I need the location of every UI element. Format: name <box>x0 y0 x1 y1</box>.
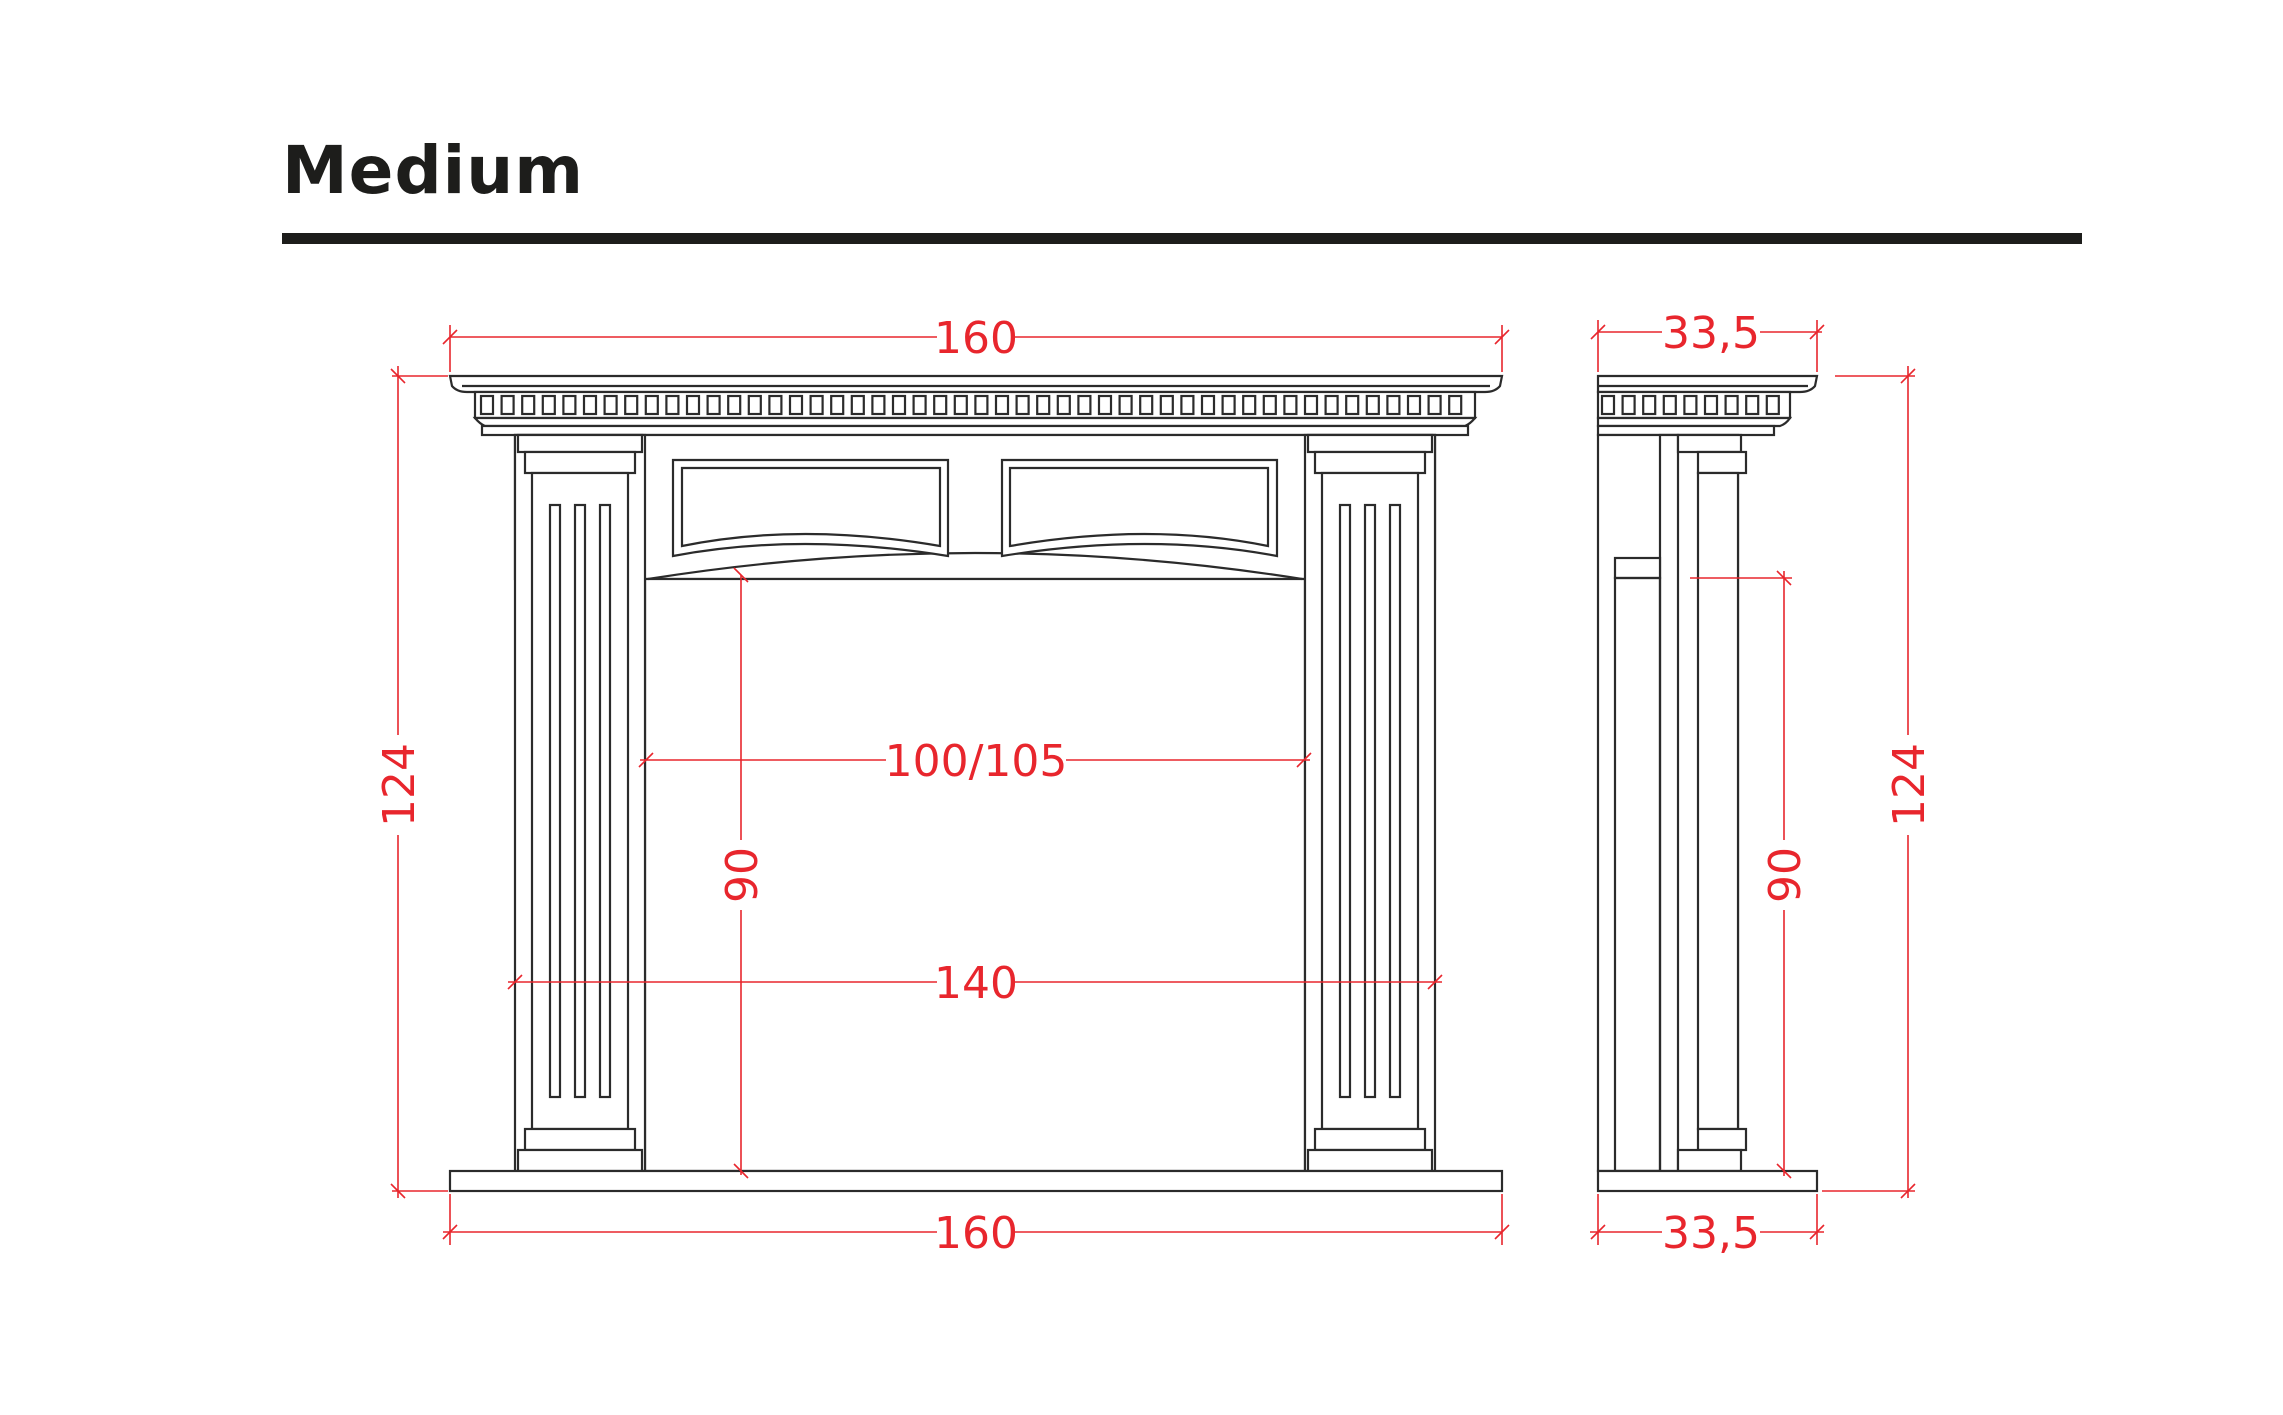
dentil-block <box>1745 394 1760 416</box>
dim-label-front-top: 160 <box>934 313 1018 364</box>
dentil-block <box>1324 394 1339 416</box>
front-right-pilaster <box>1303 433 1437 1173</box>
dentil-block <box>994 394 1010 416</box>
dim-label-side-bottom: 33,5 <box>1662 1208 1760 1259</box>
dentil-block <box>1036 394 1051 416</box>
front-mantel-shelf <box>448 374 1504 394</box>
dim-side-bottom: 33,5 <box>1590 1194 1825 1259</box>
dentil-block <box>1427 394 1442 416</box>
dentil-block <box>1662 394 1677 416</box>
dentil-block <box>1221 394 1236 416</box>
dentil-block <box>809 394 824 416</box>
dim-side-height: 124 <box>1822 366 1935 1199</box>
dentil-block <box>974 394 989 416</box>
side-mantel-shelf <box>1596 374 1819 394</box>
dentil-block <box>1056 394 1071 416</box>
front-dentils <box>479 394 1463 416</box>
dentil-block <box>685 394 701 416</box>
front-hearth <box>448 1169 1504 1193</box>
dim-opening-width: 100/105 <box>638 736 1312 787</box>
dentil-block <box>1303 394 1319 416</box>
dentil-block <box>1642 394 1657 416</box>
dentil-block <box>541 394 556 416</box>
dim-opening-height: 90 <box>717 567 768 1179</box>
dentil-block <box>871 394 886 416</box>
front-frieze <box>513 433 1437 581</box>
dimension-lines: 160 160 124 100/105 <box>374 308 1935 1259</box>
title-underline <box>282 233 2082 244</box>
dim-label-front-bottom: 160 <box>934 1208 1018 1259</box>
front-view <box>448 374 1504 1193</box>
dentil-block <box>644 394 659 416</box>
dentil-block <box>850 394 865 416</box>
side-hearth <box>1596 1169 1819 1193</box>
dim-front-height: 124 <box>374 366 448 1199</box>
dentil-block <box>768 394 783 416</box>
dim-label-front-height: 124 <box>374 743 425 827</box>
dentil-block <box>603 394 618 416</box>
dentil-block <box>830 394 845 416</box>
front-opening <box>643 577 1307 1173</box>
dentil-block <box>1015 394 1030 416</box>
dentil-block <box>624 394 639 416</box>
front-left-pilaster <box>513 433 647 1173</box>
dentil-block <box>1097 394 1113 416</box>
dim-side-opening-height: 90 <box>1690 570 1811 1179</box>
dentil-block <box>912 394 927 416</box>
dim-side-top: 33,5 <box>1590 308 1825 372</box>
dim-label-side-opening-height: 90 <box>1760 847 1811 903</box>
dentil-block <box>1406 394 1422 416</box>
dentil-block <box>1180 394 1195 416</box>
dim-front-bottom: 160 <box>442 1194 1510 1259</box>
page-title: Medium <box>282 132 585 209</box>
dentil-block <box>1621 394 1636 416</box>
dim-label-inner-width: 140 <box>934 958 1018 1009</box>
dentil-block <box>1077 394 1092 416</box>
dentil-block <box>665 394 680 416</box>
dentil-block <box>1365 394 1380 416</box>
dentil-block <box>953 394 968 416</box>
dentil-block <box>582 394 598 416</box>
dentil-block <box>1724 394 1739 416</box>
dentil-block <box>747 394 762 416</box>
dim-label-opening-width: 100/105 <box>885 736 1068 787</box>
dentil-block <box>891 394 907 416</box>
side-view <box>1596 374 1819 1193</box>
dentil-block <box>1386 394 1401 416</box>
dim-label-side-top: 33,5 <box>1662 308 1760 359</box>
front-crown-moulding <box>472 416 1478 428</box>
dentil-block <box>1345 394 1360 416</box>
dentil-block <box>706 394 721 416</box>
dim-label-opening-height: 90 <box>717 847 768 903</box>
dentil-block <box>1118 394 1133 416</box>
dentil-block <box>1683 394 1698 416</box>
front-left-panel <box>671 458 950 558</box>
dentil-block <box>521 394 536 416</box>
dentil-block <box>1703 394 1719 416</box>
side-firebox <box>1613 556 1662 580</box>
dentil-block <box>1200 394 1216 416</box>
side-dentils <box>1600 394 1780 416</box>
dentil-block <box>727 394 742 416</box>
dentil-block <box>1139 394 1154 416</box>
dim-label-side-height: 124 <box>1884 743 1935 827</box>
dentil-block <box>500 394 515 416</box>
dentil-block <box>788 394 804 416</box>
dentil-block <box>479 394 495 416</box>
dentil-block <box>1448 394 1463 416</box>
dentil-block <box>1600 394 1616 416</box>
front-arch <box>647 551 1303 581</box>
dentil-block <box>933 394 948 416</box>
dim-front-top: 160 <box>442 313 1510 372</box>
dentil-block <box>1765 394 1780 416</box>
dentil-block <box>1159 394 1174 416</box>
dim-inner-width: 140 <box>507 958 1443 1009</box>
dentil-block <box>1283 394 1298 416</box>
dentil-block <box>562 394 577 416</box>
dentil-block <box>1242 394 1257 416</box>
front-right-panel <box>1000 458 1279 558</box>
dentil-block <box>1262 394 1277 416</box>
